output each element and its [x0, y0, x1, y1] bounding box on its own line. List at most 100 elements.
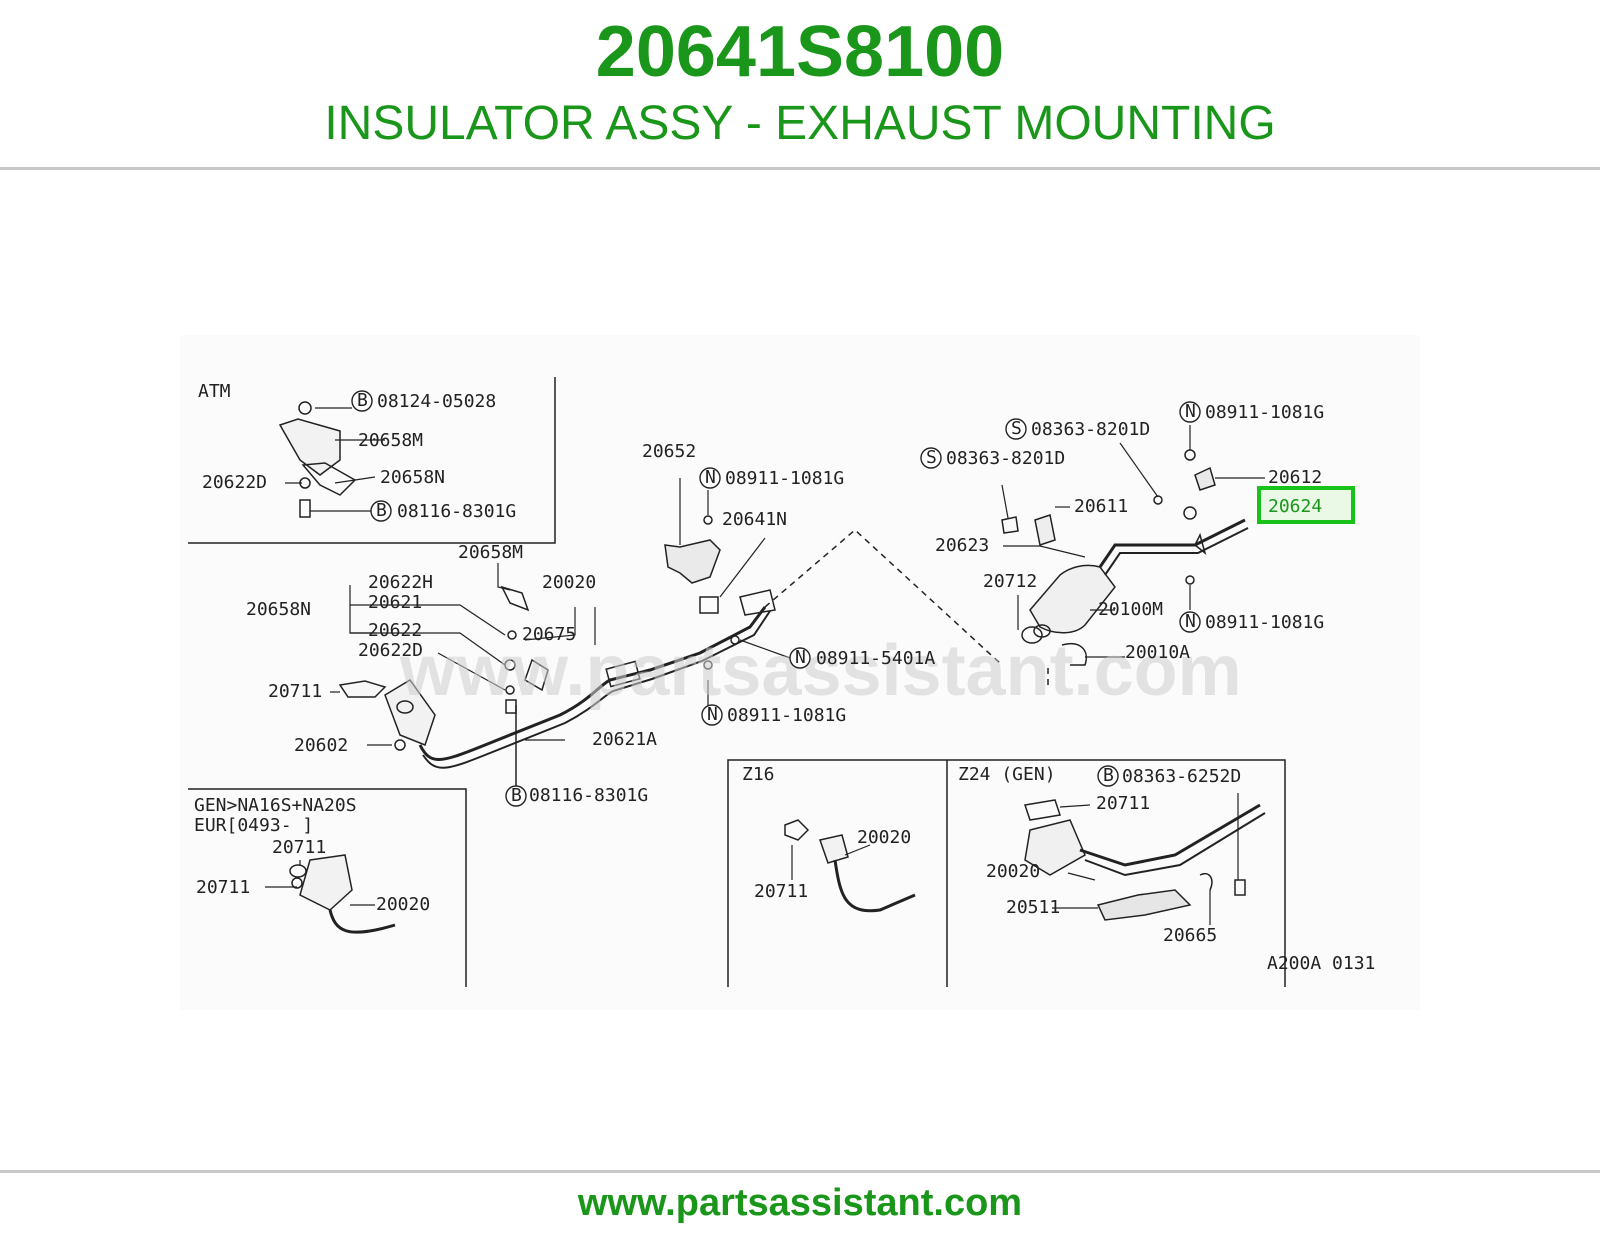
callout-z24-20020[interactable]: 20020 [986, 861, 1040, 882]
rear-gasket-20712 [1021, 626, 1043, 644]
callout-gen-20020[interactable]: 20020 [376, 894, 430, 915]
prefix-n-3: N [707, 704, 718, 725]
callout-z24-20711[interactable]: 20711 [1096, 793, 1150, 814]
callout-08911-1081g-mid[interactable]: 08911-1081G [725, 468, 844, 489]
callout-08116-8301g[interactable]: 08116-8301G [529, 785, 648, 806]
gen-gasket-ring [289, 864, 307, 878]
callout-r-20712[interactable]: 20712 [983, 571, 1037, 592]
callout-r-08363-8201d-1[interactable]: 08363-8201D [1031, 419, 1150, 440]
callout-z24-20665[interactable]: 20665 [1163, 925, 1217, 946]
callout-z24-08363-6252d[interactable]: 08363-6252D [1122, 766, 1241, 787]
rear-ring [1033, 624, 1051, 638]
nut-20602 [394, 739, 406, 751]
callout-atm-08124-05028[interactable]: 08124-05028 [377, 391, 496, 412]
callout-z16-20020[interactable]: 20020 [857, 827, 911, 848]
callout-20020[interactable]: 20020 [542, 572, 596, 593]
prefix-b-4: B [1103, 765, 1114, 786]
callout-atm-20658m[interactable]: 20658M [358, 430, 423, 451]
z16-pipe [833, 859, 916, 913]
callout-20622d[interactable]: 20622D [358, 640, 423, 661]
insulator-20675 [524, 658, 549, 692]
highlighted-part-box [1257, 486, 1355, 524]
manifold-port [396, 700, 414, 714]
front-catalyst [605, 660, 641, 688]
callout-20622h[interactable]: 20622H [368, 572, 433, 593]
front-exhaust-pipe [418, 606, 767, 761]
callout-r-20623[interactable]: 20623 [935, 535, 989, 556]
callout-gen-20711-left[interactable]: 20711 [196, 877, 250, 898]
callout-r-20010a[interactable]: 20010A [1125, 642, 1190, 663]
callout-r-08911-1081g-top[interactable]: 08911-1081G [1205, 402, 1324, 423]
gen-gasket-small [291, 877, 303, 889]
panel-label-gen-2: EUR[0493- ] [194, 815, 313, 836]
callout-20711[interactable]: 20711 [268, 681, 322, 702]
callout-atm-20658n[interactable]: 20658N [380, 467, 445, 488]
bracket-20611 [1034, 514, 1056, 546]
callout-20621[interactable]: 20621 [368, 592, 422, 613]
prefix-n-2: N [795, 647, 806, 668]
mount-bracket-20652 [664, 539, 721, 584]
callout-r-20611[interactable]: 20611 [1074, 496, 1128, 517]
nut-lower [703, 660, 713, 670]
figure-code: A200A 0131 [1267, 953, 1375, 974]
bolt-8201d-lower [1001, 516, 1019, 534]
prefix-s-1: S [1011, 418, 1022, 439]
gen-pipe [328, 909, 396, 934]
nut-bottom-right [1185, 575, 1195, 585]
rear-tail-pipe [1098, 518, 1246, 568]
rear-muffler-20100m [1029, 564, 1116, 634]
bracket-20658m-small [500, 585, 530, 612]
callout-z24-20511[interactable]: 20511 [1006, 897, 1060, 918]
callout-atm-20622d[interactable]: 20622D [202, 472, 267, 493]
atm-panel-frame [188, 377, 556, 544]
z24-gasket [1024, 799, 1061, 821]
nut-20652 [703, 515, 713, 525]
callout-r-08363-8201d-2[interactable]: 08363-8201D [946, 448, 1065, 469]
callout-20602[interactable]: 20602 [294, 735, 348, 756]
callout-20675[interactable]: 20675 [522, 624, 576, 645]
callout-atm-08116-8301g[interactable]: 08116-8301G [397, 501, 516, 522]
callout-z16-20711[interactable]: 20711 [754, 881, 808, 902]
gen-panel-frame [188, 788, 467, 987]
z24-clamp-20665 [1199, 873, 1213, 891]
callout-r-08911-1081g-bottom[interactable]: 08911-1081G [1205, 612, 1324, 633]
rear-tail-pipe-edge [1104, 527, 1249, 576]
callout-gen-20711-top[interactable]: 20711 [272, 837, 326, 858]
bracket-20612 [1194, 466, 1216, 491]
callout-08911-5401a[interactable]: 08911-5401A [816, 648, 935, 669]
callout-20652[interactable]: 20652 [642, 441, 696, 462]
z16-flange [819, 834, 849, 864]
atm-bracket-20658n [301, 462, 357, 496]
prefix-s-2: S [926, 447, 937, 468]
part-description: INSULATOR ASSY - EXHAUST MOUNTING [324, 97, 1276, 150]
callout-08911-1081g-low[interactable]: 08911-1081G [727, 705, 846, 726]
callout-20641n[interactable]: 20641N [722, 509, 787, 530]
nut-top-right [1184, 449, 1196, 461]
callout-20621a[interactable]: 20621A [592, 729, 657, 750]
callout-r-20100m[interactable]: 20100M [1098, 599, 1163, 620]
panel-label-gen: GEN>NA16S+NA20S [194, 795, 357, 816]
gasket-20711 [338, 680, 387, 698]
washer-20621 [507, 630, 517, 640]
atm-bracket-20658m [278, 418, 341, 476]
watermark-text: www.partsassistant.com [399, 631, 1242, 711]
gen-manifold-flange [299, 854, 353, 911]
nut-5401a [730, 635, 740, 645]
footer-website-link[interactable]: www.partsassistant.com [577, 1182, 1023, 1224]
prefix-n-4: N [1185, 401, 1196, 422]
z-panels-frame [727, 759, 1286, 987]
prefix-b-3: B [511, 785, 522, 806]
callout-20658n[interactable]: 20658N [246, 599, 311, 620]
z24-manifold [1024, 819, 1086, 876]
part-number-title: 20641S8100 [595, 12, 1005, 92]
front-exhaust-pipe-edge [422, 610, 771, 769]
header-divider [0, 167, 1600, 170]
pipe-flange [739, 589, 776, 616]
rear-clamp [1194, 532, 1207, 556]
callout-20624-highlighted[interactable]: 20624 [1268, 496, 1322, 517]
bolt-8201d-upper [1153, 495, 1163, 505]
callout-20658m[interactable]: 20658M [458, 542, 523, 563]
z24-pipe [1079, 803, 1261, 867]
callout-r-20612[interactable]: 20612 [1268, 467, 1322, 488]
callout-20622[interactable]: 20622 [368, 620, 422, 641]
